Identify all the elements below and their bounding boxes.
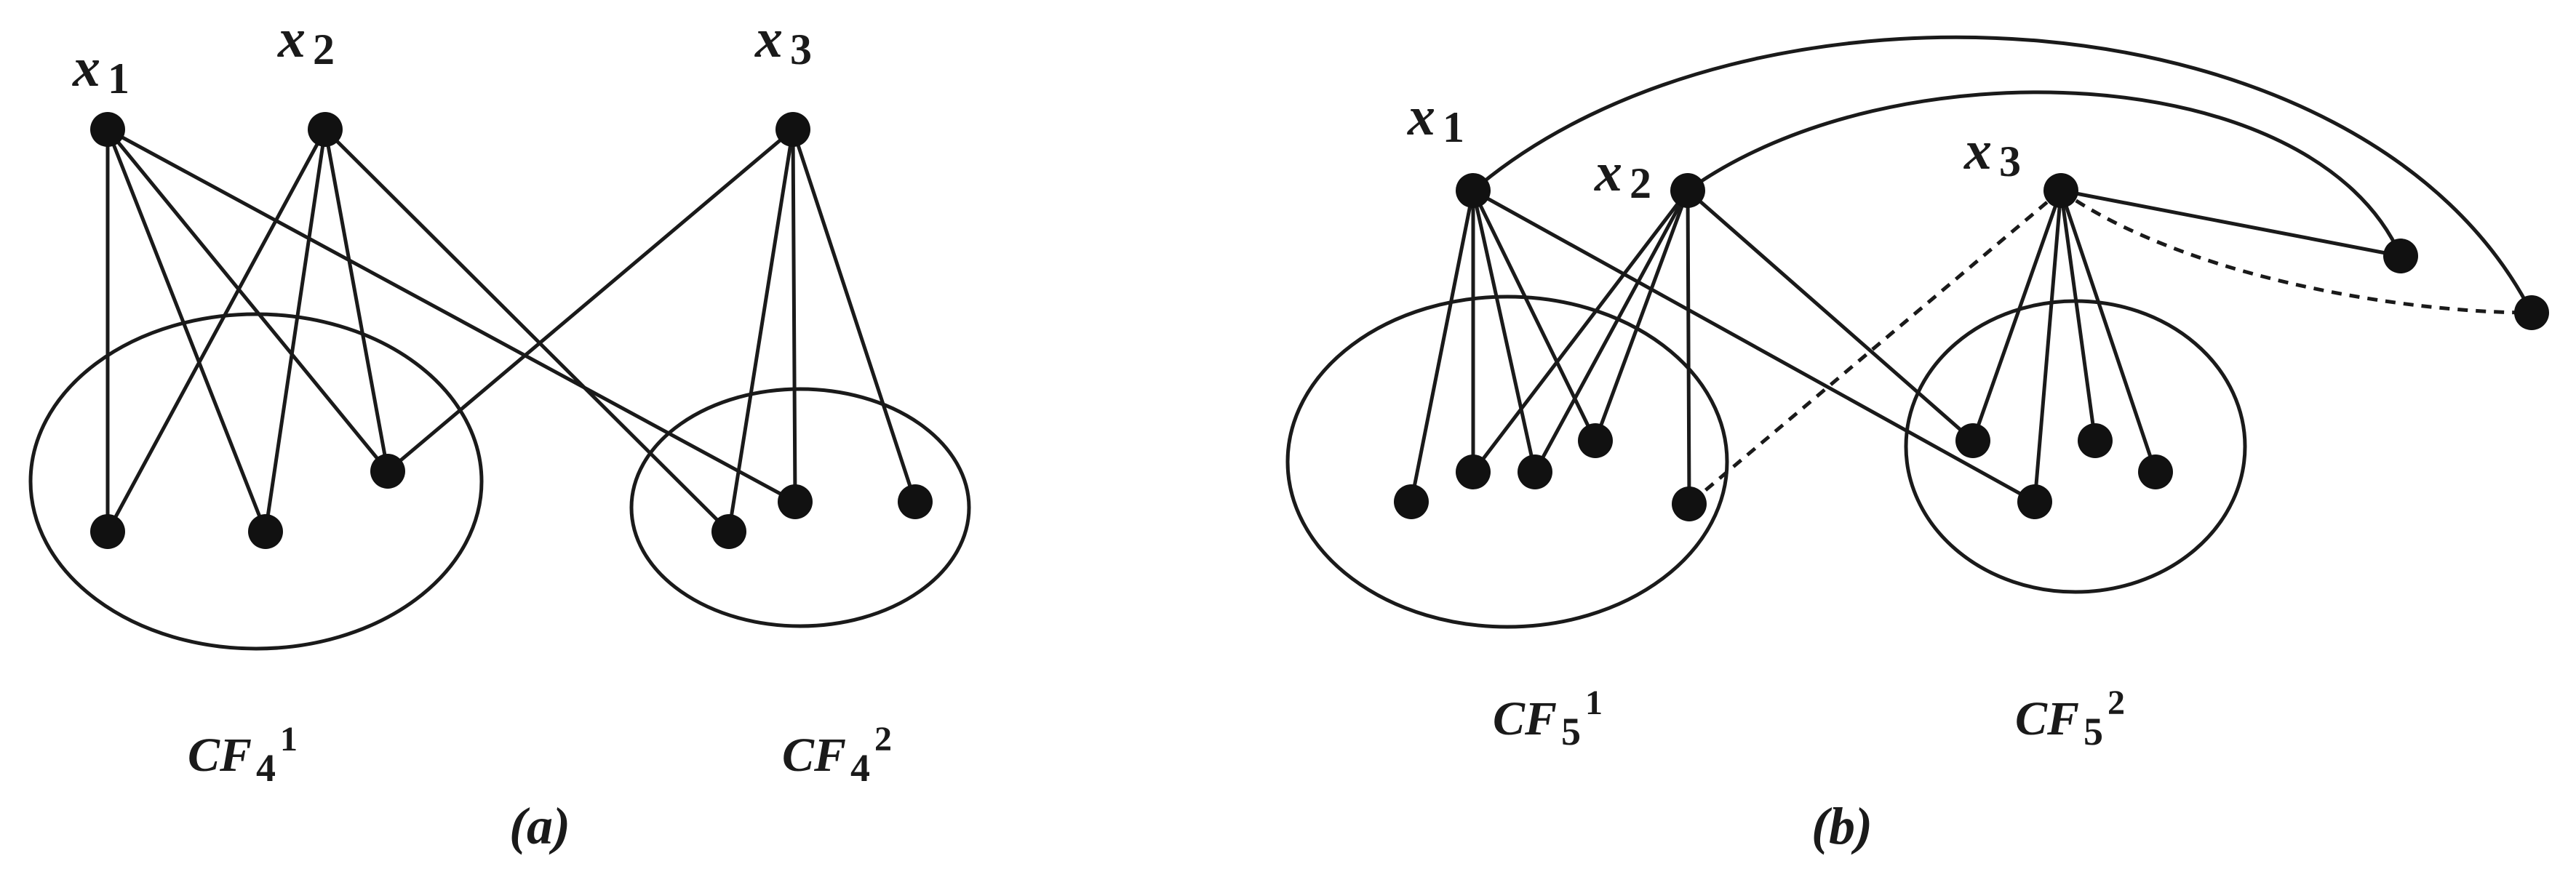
cluster-vertex	[2078, 423, 2113, 458]
edge	[2033, 188, 2063, 504]
edge	[791, 127, 797, 504]
edge	[105, 127, 268, 534]
cluster-vertex	[898, 484, 933, 519]
vertex-x2	[1670, 173, 1705, 208]
cluster-cf4-2	[629, 387, 971, 628]
edge	[1471, 188, 2037, 504]
external-vertex	[2514, 295, 2549, 330]
edge	[1471, 188, 1537, 474]
edge	[105, 127, 327, 534]
edge	[1471, 188, 1598, 443]
arc-edge-x1	[1471, 35, 2534, 315]
cluster-vertex	[1578, 423, 1613, 458]
vertex-x3	[2043, 173, 2078, 208]
edge	[2059, 188, 2403, 258]
cluster-vertex	[711, 514, 746, 549]
edge	[1409, 188, 1475, 504]
cluster-vertex	[90, 514, 125, 549]
vertex-x1	[90, 112, 125, 147]
edge	[1533, 188, 1690, 474]
edge	[791, 127, 917, 504]
cluster-vertex	[1456, 454, 1491, 489]
dashed-edge	[1688, 189, 2062, 505]
vertex-x2	[308, 112, 343, 147]
vertex-x3	[775, 112, 810, 147]
edge	[1593, 188, 1690, 443]
edge	[1471, 188, 1690, 474]
edge	[386, 127, 795, 473]
edge	[105, 127, 390, 473]
cluster-vertex	[1672, 486, 1707, 521]
cluster-vertex	[1394, 484, 1429, 519]
cluster-vertex	[370, 454, 405, 489]
vertex-x1	[1456, 173, 1491, 208]
caption-a: (a)	[509, 797, 570, 855]
external-vertex	[2383, 239, 2418, 273]
arc-edge-x2	[1686, 90, 2403, 258]
cluster-vertex	[2017, 484, 2052, 519]
edge	[263, 127, 327, 534]
cluster-cf4-1	[28, 312, 484, 651]
cluster-vertex	[2138, 454, 2173, 489]
edge	[323, 127, 390, 473]
cluster-vertex	[1955, 423, 1990, 458]
caption-b: (b)	[1811, 797, 1873, 855]
edge	[2059, 188, 2097, 443]
edge	[1686, 188, 1691, 506]
edge	[1686, 188, 1975, 443]
edge	[105, 127, 797, 504]
edge	[323, 127, 731, 534]
dashed-edge	[2059, 188, 2532, 315]
cluster-vertex	[1518, 454, 1552, 489]
cluster-vertex	[248, 514, 283, 549]
cluster-cf5-1	[1285, 295, 1729, 629]
edge	[2059, 188, 2158, 474]
edge	[727, 127, 795, 534]
cluster-vertex	[778, 484, 813, 519]
edge	[1971, 188, 2063, 443]
